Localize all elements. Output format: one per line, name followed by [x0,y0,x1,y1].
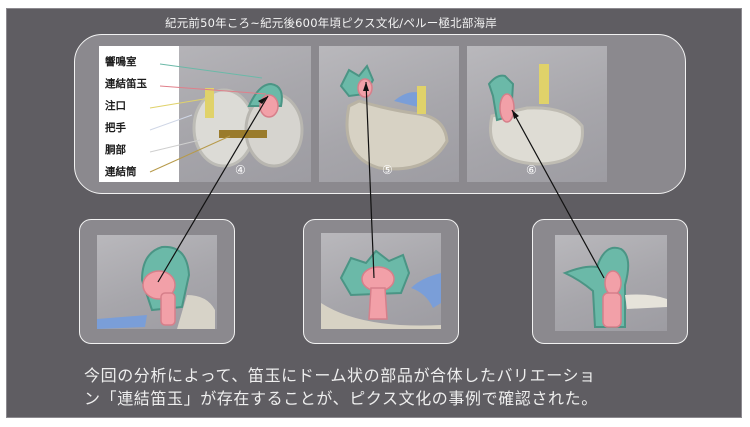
photo-label-5: ⑤ [382,163,393,177]
parts-legend: 響鳴室 連結笛玉 注口 把手 胴部 連結筒 [99,46,179,182]
arrow-head-4 [258,96,268,104]
pointer-line-body [149,139,201,153]
pointer-line-whistle-ball [159,85,267,95]
detail-photo-5 [321,233,441,329]
arrow-line-4 [157,95,269,283]
detail-5-illustration [321,249,441,329]
detail-photo-4 [97,235,217,329]
vessel-6-illustration [487,64,584,166]
arrow-line-5 [365,81,375,279]
photo-label-6: ⑥ [526,163,537,177]
caption-line-1: 今回の分析によって、笛玉にドーム状の部品が合体したバリエーショ [84,366,596,385]
arrow-head-6 [512,110,519,119]
legend-item-connecting-tube: 連結筒 [105,166,137,178]
detail-6-illustration [562,246,667,328]
legend-item-linked-whistle-ball: 連結笛玉 [105,78,147,90]
legend-item-resonance-chamber: 響鳴室 [105,56,137,68]
photo-label-4: ④ [235,163,246,177]
vessel-photo-6 [467,46,607,182]
vessel-photo-5 [319,46,459,182]
pointer-line-resonance-chamber [159,63,263,79]
pointer-line-connecting-tube [149,135,231,173]
pointer-line-handle [149,114,193,131]
arrow-line-6 [511,109,605,279]
legend-item-spout: 注口 [105,100,126,112]
slide-title: 紀元前50年ころ~紀元後600年頃ピクス文化/ペルー極北部海岸 [165,16,497,30]
caption-line-2: ン「連結笛玉」が存在することが、ピクス文化の事例で確認された。 [84,389,598,408]
detail-4-illustration [97,245,215,329]
detail-photo-6 [555,235,667,331]
legend-item-handle: 把手 [105,122,126,134]
legend-item-body: 胴部 [105,144,126,156]
pointer-line-spout [149,97,211,109]
arrow-head-5 [363,82,369,91]
